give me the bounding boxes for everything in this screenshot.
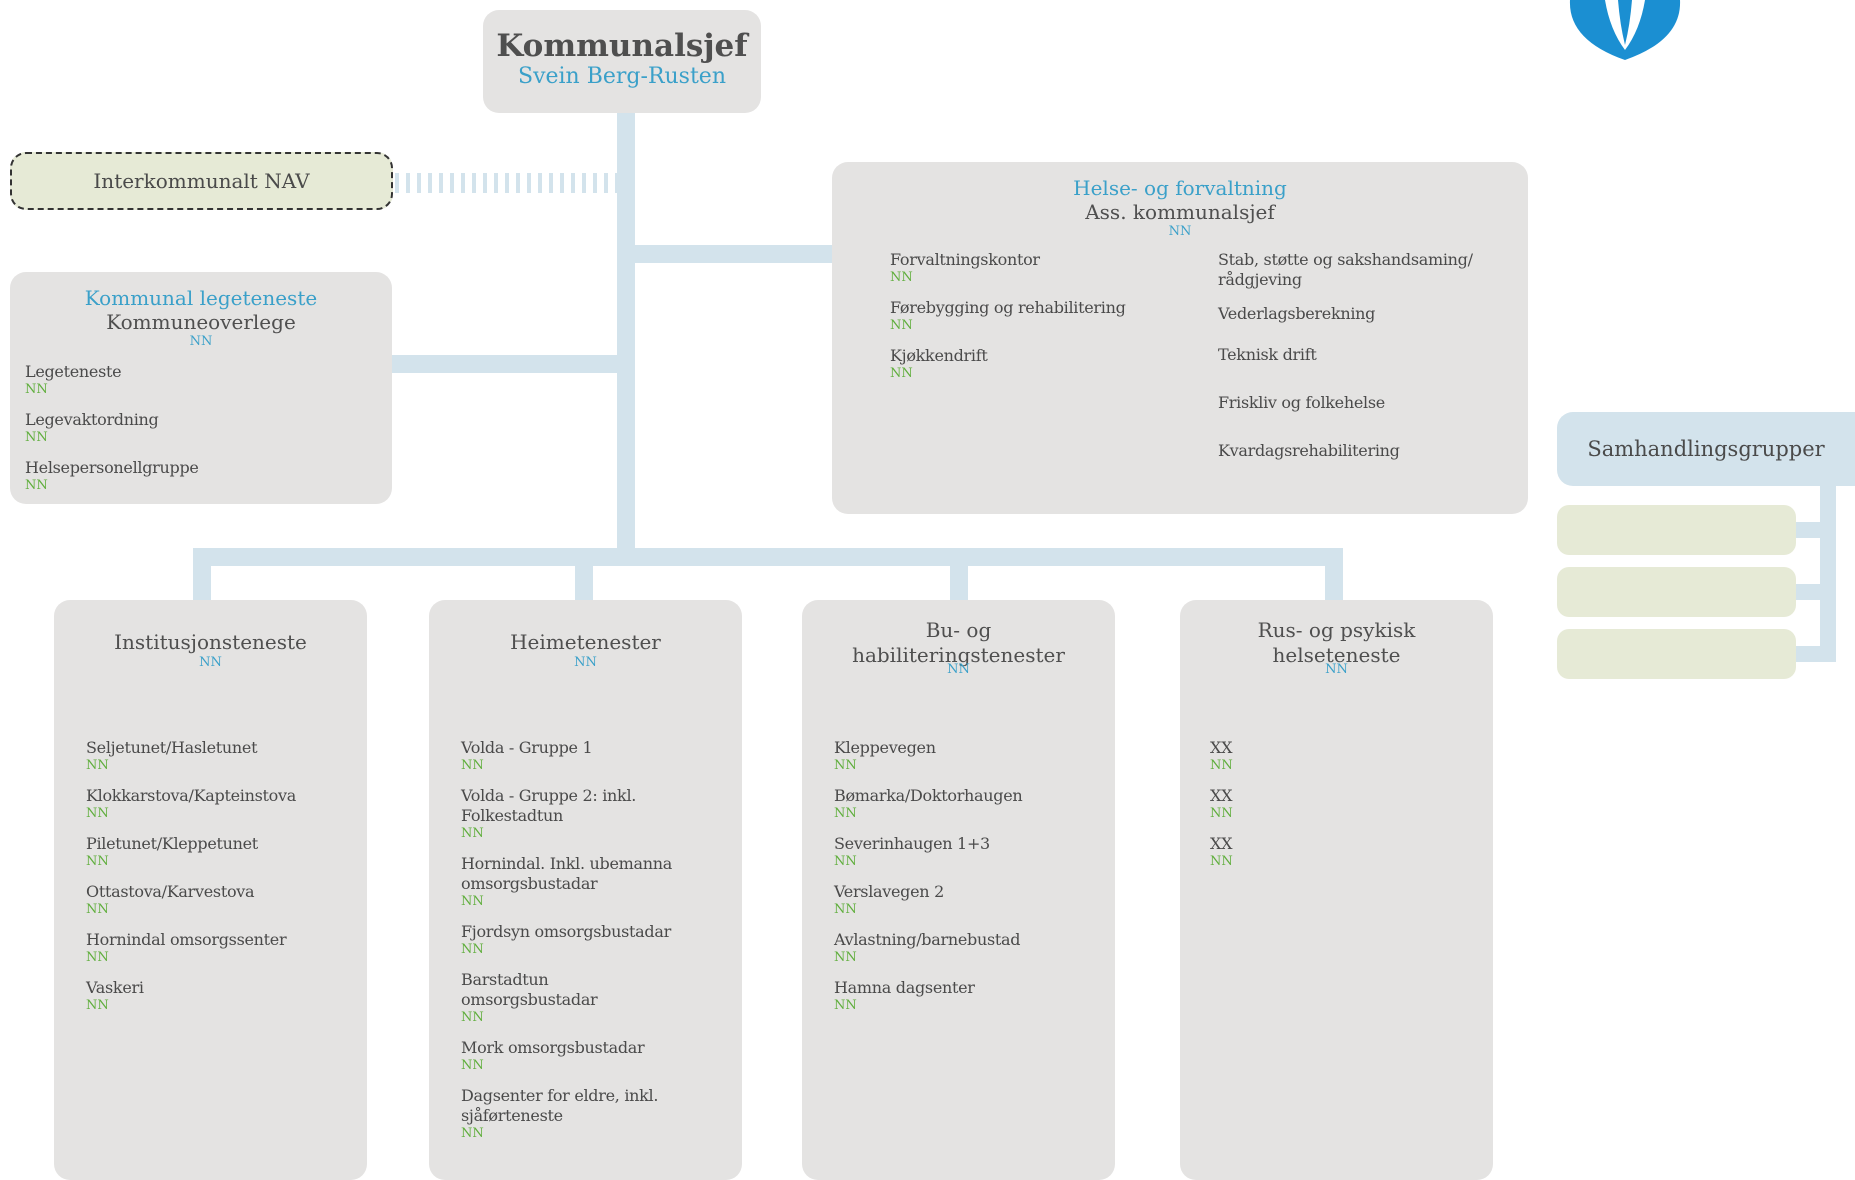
list-item: Dagsenter for eldre, inkl. sjåførteneste… xyxy=(461,1086,659,1141)
legeteneste-role: Kommuneoverlege xyxy=(106,310,296,334)
list-item: Vederlagsberekning xyxy=(1218,304,1376,323)
connector-samhandling-3 xyxy=(1795,646,1836,662)
helse-role: Ass. kommunalsjef xyxy=(1085,200,1275,224)
kommunalsjef-title: Kommunalsjef xyxy=(496,28,748,64)
institusjonsteneste-box: Institusjonsteneste NN Seljetunet/Haslet… xyxy=(54,600,367,1180)
kommunalsjef-box: Kommunalsjef Svein Berg-Rusten xyxy=(483,10,761,113)
connector-col4 xyxy=(1325,548,1343,604)
connector-col1 xyxy=(193,548,211,604)
list-item: Kvardagsrehabilitering xyxy=(1218,441,1400,460)
samhandling-group-3 xyxy=(1557,629,1796,679)
connector-trunk xyxy=(617,110,635,560)
list-item: Hornindal. Inkl. ubemanna omsorgsbustada… xyxy=(461,854,673,909)
column-nn: NN xyxy=(574,655,597,670)
kommunalsjef-name: Svein Berg-Rusten xyxy=(518,64,726,89)
column-title: Bu- og habiliteringstenester xyxy=(852,618,1065,667)
samhandling-label: Samhandlingsgrupper xyxy=(1587,437,1825,461)
connector-helse xyxy=(617,245,832,263)
nav-box: Interkommunalt NAV xyxy=(10,152,393,210)
samhandling-group-1 xyxy=(1557,505,1796,555)
samhandling-box: Samhandlingsgrupper xyxy=(1557,412,1855,486)
helse-box: Helse- og forvaltning Ass. kommunalsjef … xyxy=(832,162,1528,514)
legeteneste-nn: NN xyxy=(189,334,213,349)
connector-col2 xyxy=(575,548,593,604)
connector-samhandling-vertical xyxy=(1820,480,1836,662)
column-nn: NN xyxy=(947,662,970,677)
connector-horizontal xyxy=(193,548,1343,566)
helse-right-list: Stab, støtte og sakshandsaming/ rådgjevi… xyxy=(1218,250,1518,461)
legeteneste-box: Kommunal legeteneste Kommuneoverlege NN … xyxy=(10,272,392,504)
connector-legeteneste xyxy=(390,355,630,373)
legeteneste-title: Kommunal legeteneste xyxy=(84,286,318,310)
list-item: Stab, støtte og sakshandsaming/ rådgjevi… xyxy=(1218,250,1473,289)
column-nn: NN xyxy=(199,655,222,670)
municipality-logo-icon xyxy=(1569,0,1681,60)
column-title: Rus- og psykisk helseteneste xyxy=(1257,618,1416,667)
nav-label: Interkommunalt NAV xyxy=(93,169,310,193)
helse-title: Helse- og forvaltning xyxy=(1073,176,1287,200)
column-title: Institusjonsteneste xyxy=(114,630,307,654)
connector-samhandling-1 xyxy=(1795,522,1836,538)
connector-samhandling-2 xyxy=(1795,584,1836,600)
list-item: Teknisk drift xyxy=(1218,345,1317,364)
connector-col3 xyxy=(950,548,968,604)
list-item: Friskliv og folkehelse xyxy=(1218,393,1385,412)
column-title: Heimetenester xyxy=(510,630,661,654)
samhandling-group-2 xyxy=(1557,567,1796,617)
connector-nav-dashed xyxy=(395,173,617,193)
bu-habilitering-box: Bu- og habiliteringstenester NN Kleppeve… xyxy=(802,600,1115,1180)
column-nn: NN xyxy=(1325,662,1348,677)
helse-nn: NN xyxy=(1168,224,1192,239)
